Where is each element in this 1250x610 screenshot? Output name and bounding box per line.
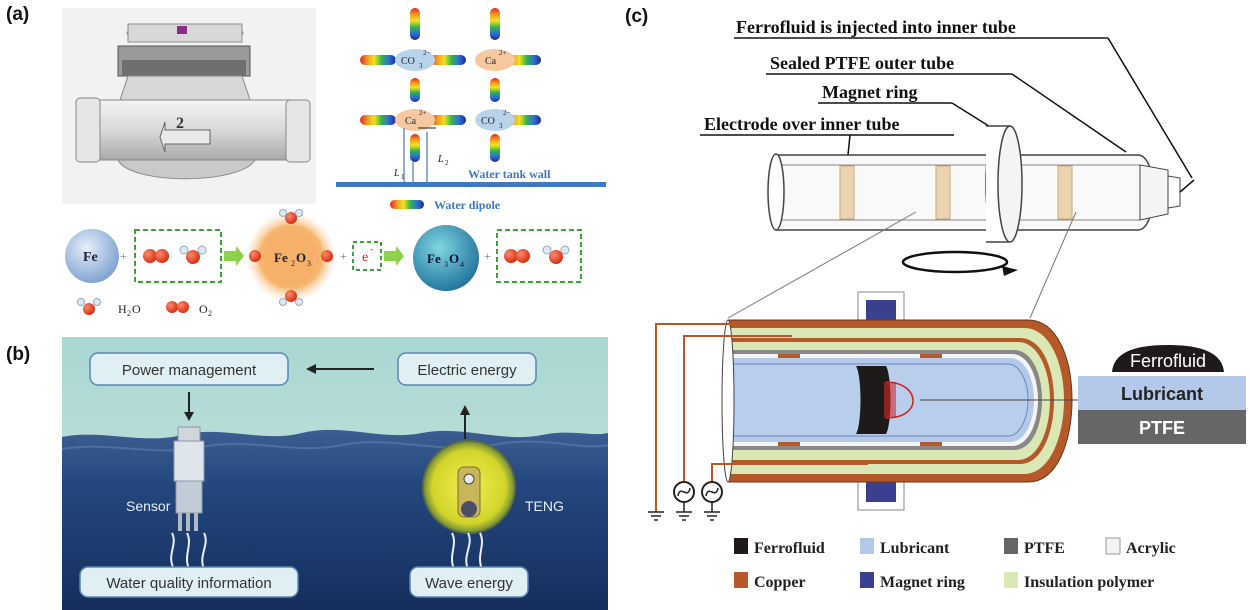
water-tank-wall <box>336 182 606 187</box>
ion-ca-label-2: Ca <box>405 116 417 127</box>
panel-label-b: (b) <box>6 344 31 365</box>
legend-ptfe: PTFE <box>1024 540 1065 557</box>
fe-label: Fe <box>83 250 98 265</box>
legend-swatch-acrylic <box>1105 537 1121 555</box>
panel-label-a: (a) <box>6 4 30 25</box>
svg-text:2+: 2+ <box>419 109 427 117</box>
svg-text:2: 2 <box>127 309 131 318</box>
svg-text:2: 2 <box>208 309 212 318</box>
power-management-label: Power management <box>122 362 257 379</box>
legend-acrylic: Acrylic <box>1126 540 1176 557</box>
panel-b-figure: Power management Electric energy Sensor … <box>62 337 608 610</box>
scale-lattice: CO 3 2− Ca 2+ Ca 2+ CO 3 2− L 1 L 2 Wate… <box>336 8 606 212</box>
legend-swatch-ptfe <box>1004 538 1018 554</box>
stack-ferrofluid-label: Ferrofluid <box>1130 351 1206 371</box>
svg-text:2−: 2− <box>503 109 511 117</box>
fe3o4-label: Fe <box>427 251 441 266</box>
water-quality-label: Water quality information <box>106 575 271 592</box>
svg-text:O: O <box>132 302 141 316</box>
sensor-label: Sensor <box>126 498 171 514</box>
electron-label: e <box>362 250 368 265</box>
water-tank-wall-label: Water tank wall <box>468 167 551 181</box>
rotation-arrow <box>901 250 1009 274</box>
svg-text:-: - <box>370 244 373 254</box>
svg-text:3: 3 <box>444 260 448 269</box>
svg-text:O: O <box>296 250 306 265</box>
stack-lubricant-label: Lubricant <box>1121 384 1203 404</box>
h2o-legend-label: H <box>118 302 127 316</box>
legend-swatch-insulation <box>1004 572 1018 588</box>
water-dipole-label: Water dipole <box>434 198 501 212</box>
meter-arrow-number: 2 <box>176 115 184 132</box>
svg-text:3: 3 <box>499 122 503 130</box>
svg-text:3: 3 <box>419 62 423 70</box>
legend-lubricant: Lubricant <box>880 540 950 557</box>
legend-swatch-copper <box>734 572 748 588</box>
ion-co3-label: CO <box>401 56 415 67</box>
legend-swatch-ferrofluid <box>734 538 748 554</box>
fe2o3-label: Fe <box>274 250 288 265</box>
callout-magnet-ring: Magnet ring <box>822 82 917 102</box>
sensor-illustration <box>173 426 205 531</box>
svg-text:2: 2 <box>445 159 449 167</box>
panel-label-c: (c) <box>625 6 649 27</box>
teng-label: TENG <box>525 498 564 514</box>
svg-text:+: + <box>484 249 491 263</box>
legend-magnet-ring: Magnet ring <box>880 574 965 591</box>
electric-energy-label: Electric energy <box>417 362 517 379</box>
tube-3d-view <box>767 125 1195 243</box>
svg-text:+: + <box>120 249 127 263</box>
legend-copper: Copper <box>754 574 806 591</box>
callout-ferrofluid-injected: Ferrofluid is injected into inner tube <box>736 17 1016 37</box>
legend-swatch-magnet-ring <box>860 572 874 588</box>
svg-text:2: 2 <box>291 259 295 268</box>
panel-c-figure: Ferrofluid is injected into inner tube S… <box>648 17 1246 591</box>
svg-text:+: + <box>340 249 347 263</box>
svg-text:2−: 2− <box>423 49 431 57</box>
legend-swatch-lubricant <box>860 538 874 554</box>
length-l1-label: L <box>393 168 400 179</box>
length-l2-label: L <box>437 154 444 165</box>
svg-text:1: 1 <box>401 173 405 181</box>
svg-text:2+: 2+ <box>499 49 507 57</box>
panel-a-figure: 2 CO 3 2− Ca 2+ Ca 2+ CO 3 2− <box>62 8 606 318</box>
tube-cross-section <box>648 291 1082 521</box>
water-dipole-legend-icon <box>390 200 424 209</box>
ion-co3-label-2: CO <box>481 116 495 127</box>
svg-text:O: O <box>449 251 459 266</box>
power-management-box <box>89 352 289 386</box>
callout-electrode: Electrode over inner tube <box>704 114 899 134</box>
wave-energy-box <box>409 566 529 598</box>
reaction-row: Fe + Fe 2 O 3 + e - Fe 3 O 4 + <box>65 209 582 306</box>
legend-insulation-polymer: Insulation polymer <box>1024 574 1154 591</box>
o2-legend-label: O <box>199 302 208 316</box>
callout-sealed-ptfe: Sealed PTFE outer tube <box>770 53 954 73</box>
layer-stack: Ferrofluid Lubricant PTFE <box>1078 345 1246 444</box>
wave-energy-label: Wave energy <box>425 575 513 592</box>
water-quality-box <box>79 566 299 598</box>
svg-text:4: 4 <box>460 260 464 269</box>
teng-illustration <box>422 440 516 534</box>
electric-energy-box <box>397 352 537 386</box>
water-meter-illustration: 2 <box>62 8 316 204</box>
ion-ca-label: Ca <box>485 56 497 67</box>
material-legend: Ferrofluid Lubricant PTFE Acrylic Copper… <box>734 537 1176 591</box>
legend-ferrofluid: Ferrofluid <box>754 540 825 557</box>
stack-ptfe-label: PTFE <box>1139 418 1185 438</box>
reaction-legend: H 2 O O 2 <box>77 298 212 318</box>
svg-text:3: 3 <box>307 259 311 268</box>
